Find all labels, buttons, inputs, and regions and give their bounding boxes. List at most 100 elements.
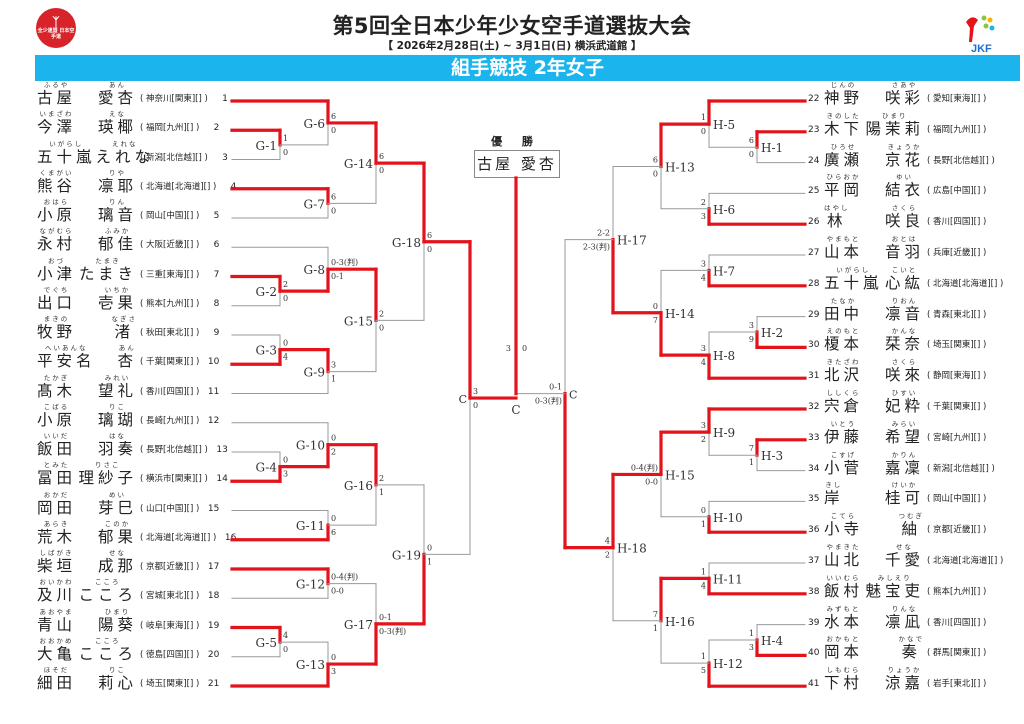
- furigana: めい: [108, 490, 126, 499]
- name-kanji: 凛音: [884, 304, 924, 323]
- match-label: G-2: [256, 285, 278, 299]
- competitor-entry: まきの牧野なぎさ渚( 秋田[東北][] )9: [37, 313, 219, 341]
- competitor-entry: たかぎ髙木みれい望礼( 香川[四国][] )11: [37, 372, 219, 400]
- furigana: おおかめ: [39, 636, 74, 645]
- furigana: えのもと: [826, 327, 861, 336]
- name-kanji: 凛凪: [884, 612, 924, 631]
- competitor-affiliation: ( 熊本[九州][] ): [927, 586, 987, 597]
- score-top: 3: [473, 387, 478, 396]
- seed-number: 21: [207, 679, 220, 689]
- furigana: ながむら: [39, 227, 74, 236]
- name-kanji: 飯村: [824, 581, 864, 600]
- competitor-entry: いがらし五十嵐えれなえれな( 新潟[北信越][] )3: [37, 138, 228, 166]
- name-kanji: 平安名: [37, 352, 96, 371]
- seed-number: 40: [808, 648, 820, 659]
- name-kanji: 岡田: [37, 498, 77, 517]
- seed-number: 31: [808, 371, 820, 382]
- name-kanji: 陽茉莉: [865, 119, 924, 138]
- furigana: おかもと: [826, 635, 861, 644]
- competitor-name: ひろせ廣瀬 きょうか京花: [824, 143, 924, 169]
- name-part: こてら小寺: [824, 512, 863, 538]
- jkf-logo: JKF: [966, 15, 995, 54]
- score-top: 0: [653, 302, 658, 311]
- competitor-affiliation: ( 宮崎[九州][] ): [927, 432, 987, 443]
- competitor-name: おかもと岡本かなで奏: [824, 635, 924, 661]
- competitor-affiliation: ( 宮城[東北][] ): [140, 591, 200, 602]
- name-kanji: 平岡: [824, 181, 864, 200]
- name-part: おかだ岡田: [37, 491, 76, 517]
- name-kanji: 小寺: [824, 520, 864, 539]
- score-top: 3: [701, 421, 706, 430]
- match-label: H-13: [665, 160, 695, 174]
- furigana: おいかわ: [39, 578, 74, 587]
- seed-number: 27: [808, 248, 820, 258]
- name-part: やまきた山北: [824, 543, 863, 569]
- name-part: かなで奏: [899, 635, 925, 661]
- name-part: りこ璃瑚: [98, 403, 137, 429]
- name-part: きたざわ北沢: [824, 358, 863, 384]
- seed-number: 38: [808, 586, 820, 597]
- competitor-name: ながむら永村ふみか郁佳: [37, 227, 137, 253]
- furigana: きょうか: [887, 142, 922, 151]
- final-score-left: 3: [506, 344, 511, 353]
- score-top: 0-1: [379, 613, 392, 622]
- name-kanji: 小津: [37, 264, 77, 283]
- score-bottom: 2: [331, 448, 336, 457]
- furigana: しもむら: [826, 666, 861, 675]
- furigana: あらき: [43, 519, 70, 528]
- furigana: かりん: [891, 450, 918, 459]
- furigana: りんな: [891, 604, 918, 613]
- score-bottom: 9: [749, 335, 754, 344]
- name-part: けいか桂可: [885, 481, 924, 507]
- score-top: 0: [331, 514, 336, 523]
- name-kanji: 古屋: [37, 89, 77, 107]
- competitor-name: きし岸けいか桂可: [824, 481, 924, 507]
- competitor-affiliation: ( 長野[北信越][] ): [140, 445, 208, 455]
- page-title: 第5回全日本少年少女空手道選抜大会: [332, 14, 692, 38]
- name-part: なぎさ渚: [112, 315, 138, 341]
- competitor-affiliation: ( 北海道[北海道][] ): [927, 278, 1004, 289]
- name-kanji: 木下: [824, 119, 864, 138]
- name-part: とみた冨田: [37, 461, 76, 487]
- name-part: めい芽巳: [98, 491, 137, 517]
- score-bottom: 4: [701, 273, 706, 282]
- name-kanji: 理紗子: [78, 469, 137, 488]
- competitor-affiliation: ( 香川[四国][] ): [140, 386, 200, 397]
- competitor-entry: ふるや古屋あん愛杏( 神奈川[関東][] )1: [37, 79, 228, 107]
- name-part: あらき荒木: [37, 520, 76, 546]
- score-top: 0: [331, 434, 336, 443]
- furigana: きたざわ: [826, 358, 861, 367]
- seed-number: 9: [213, 328, 220, 338]
- name-part: いいむら飯村: [824, 574, 863, 600]
- competitor-entry: あらき荒木このか郁果( 北海道[北海道][] )16: [37, 518, 236, 546]
- furigana: みれい: [104, 373, 131, 382]
- furigana: やまもと: [826, 235, 861, 243]
- name-kanji: 心紘: [884, 273, 924, 292]
- competitor-name: こばる小原りこ璃瑚: [37, 403, 137, 429]
- seed-number: 1: [222, 94, 228, 104]
- seed-number: 3: [222, 152, 228, 163]
- competitor-affiliation: ( 香川[四国][] ): [927, 217, 987, 228]
- name-part: えのもと榎本: [824, 327, 863, 353]
- name-part: いいだ飯田: [37, 432, 76, 458]
- name-part: ひらおか平岡: [824, 173, 863, 199]
- seed-number: 16: [224, 532, 237, 543]
- score-bottom: 0-0: [645, 477, 658, 486]
- match-label: H-12: [713, 657, 743, 671]
- score-bottom: 0: [653, 169, 658, 178]
- name-part: こころこころ: [78, 578, 137, 604]
- furigana: なぎさ: [111, 315, 137, 323]
- name-kanji: 京花: [884, 150, 924, 169]
- name-part: ひろせ廣瀬: [824, 143, 863, 169]
- competitor-name: みずもと水本りんな凛凪: [824, 605, 924, 631]
- seed-number: 22: [808, 94, 820, 104]
- competitor-entry: ほそだ細田りこ莉心( 埼玉[関東][] )21: [37, 664, 219, 692]
- furigana: いとう: [830, 419, 857, 428]
- competitor-affiliation: ( 千葉[関東][] ): [140, 357, 200, 368]
- name-part: せな千愛: [885, 543, 924, 569]
- competitor-name: ひらおか平岡ゆい結衣: [824, 173, 924, 199]
- competitor-affiliation: ( 北海道[北海道][] ): [927, 556, 1004, 566]
